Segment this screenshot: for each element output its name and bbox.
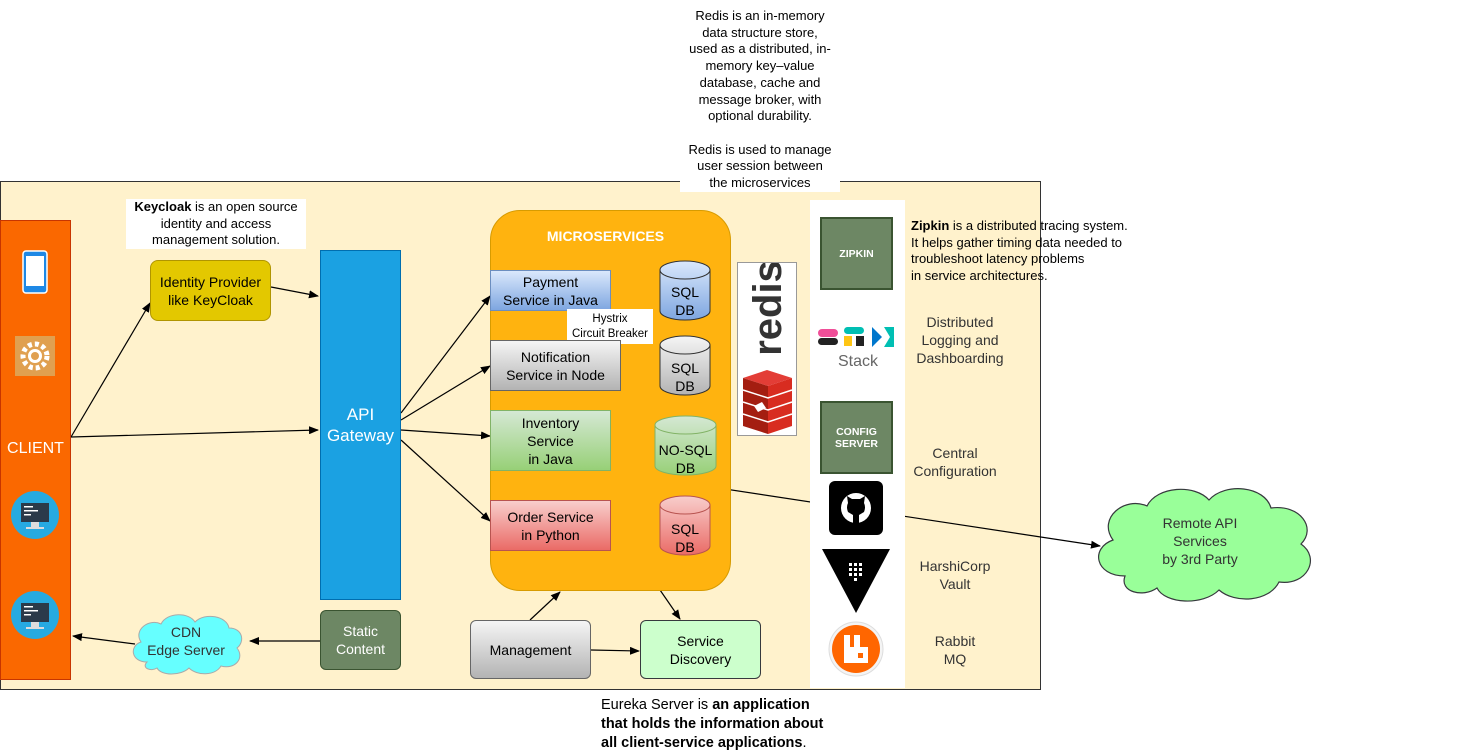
payment-db-cylinder — [659, 260, 711, 321]
client-label: CLIENT — [7, 440, 64, 457]
github-logo-icon — [829, 481, 883, 535]
arrow-client-idp — [70, 302, 151, 438]
elk-stack-label: Stack — [837, 353, 878, 370]
desktop-computer-icon — [11, 491, 59, 539]
eureka-note: Eureka Server is an application that hol… — [601, 697, 824, 751]
zipkin-logo: ZIPKIN — [820, 217, 893, 290]
svg-text:redis: redis — [746, 263, 790, 356]
arrow-cdn-client — [72, 633, 136, 645]
redis-cube-icon: redis — [742, 260, 793, 434]
arrow-gateway-order — [400, 439, 491, 522]
arrow-idp-gateway — [270, 286, 319, 299]
arrow-client-gateway — [70, 426, 319, 438]
keycloak-note: Keycloak is an open source identity and … — [126, 199, 306, 250]
microservices-title: MICROSERVICES — [546, 228, 665, 244]
arrow-gateway-payment — [400, 295, 491, 414]
arrow-gateway-notification — [400, 365, 491, 421]
arrow-management-discovery — [590, 646, 640, 655]
remote-api-cloud — [1098, 488, 1311, 602]
rabbitmq-logo-icon — [828, 621, 884, 677]
arrow-gateway-inventory — [400, 429, 491, 440]
mobile-phone-icon — [22, 250, 48, 294]
redis-logo: redis — [737, 260, 797, 436]
elk-logo-icon — [818, 327, 894, 347]
desktop-computer-icon — [11, 591, 59, 639]
settings-gear-icon — [15, 336, 55, 376]
cdn-cloud — [132, 614, 243, 675]
order-db-cylinder — [659, 495, 711, 556]
redis-note: Redis is an in-memory data structure sto… — [680, 8, 840, 192]
arrow-micro-discovery — [659, 589, 681, 620]
vault-logo-icon — [822, 549, 890, 613]
management: Management — [470, 620, 591, 679]
arrow-management-micro — [529, 591, 561, 621]
notification-db-cylinder — [659, 335, 711, 396]
zipkin-note: Zipkin is a distributed tracing system. … — [911, 218, 1128, 284]
inventory-db-cylinder — [654, 415, 717, 476]
